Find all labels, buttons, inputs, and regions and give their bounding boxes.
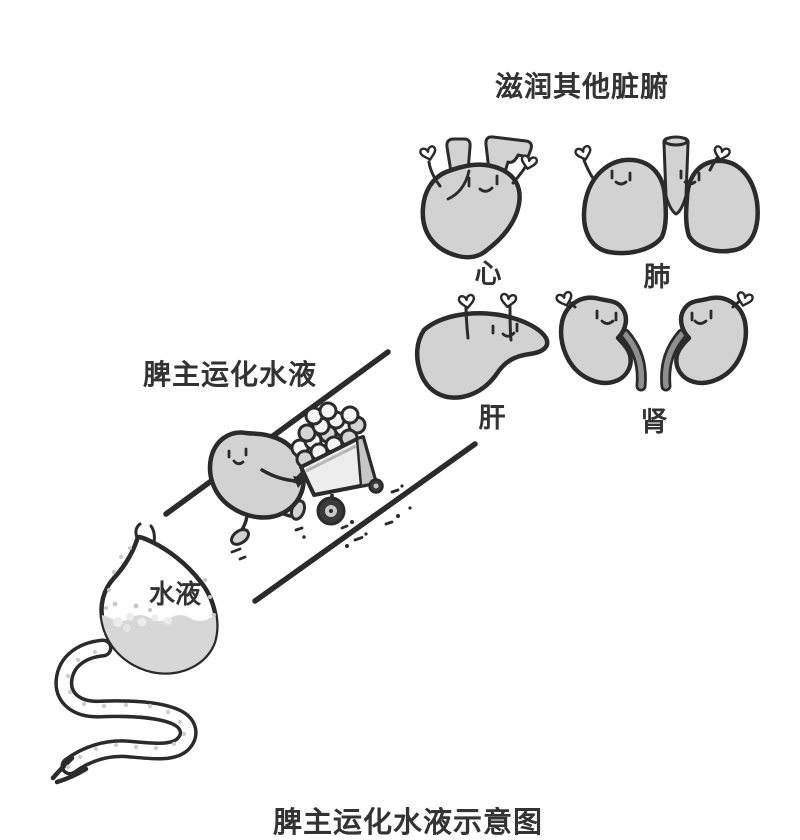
ureter-left [622,331,645,389]
road-lower-line [252,441,478,604]
cart-wheel-axle [329,509,333,513]
trachea-opening [663,135,689,147]
held-heart-icon [418,144,439,163]
intestine-speckles [65,649,187,770]
liver-arm-left [464,304,470,340]
liver-illustration: 肝 [414,292,550,434]
liver-body [414,311,550,400]
stomach-illustration: 水液 [50,522,219,785]
spleen-face [227,447,248,466]
stomach-content-label: 水液 [149,580,201,610]
wheelbarrow [290,401,412,548]
esophagus-lip-left [134,522,142,540]
heart-body [420,162,522,260]
motion-specks [230,526,306,561]
kidneys-illustration: 肾 [554,290,755,438]
spleen-foot-back [229,528,251,546]
lungs-illustration: 肺 [573,135,760,293]
heart-label: 心 [475,259,502,290]
stomach-wall-speckles [104,546,216,617]
heart-arm-left [427,160,442,188]
kidney-left [558,295,633,386]
cart-wheel-small-hub [373,483,379,489]
caption: 脾主运化水液示意图 [273,805,543,839]
process-label: 脾主运化水液 [143,358,317,391]
kidney-label: 肾 [641,407,668,438]
kidney-faces [595,309,713,325]
road-debris [340,484,412,548]
lung-left-lobe [581,157,669,256]
cart-balls [290,401,367,469]
intestine-tail-edge [54,766,89,785]
held-heart-icon [518,153,539,172]
heart-illustration: 心 [418,135,539,290]
liver-face [491,322,519,338]
ureter-right [662,331,685,389]
kidney-right [674,295,749,386]
lung-faces [610,169,701,186]
road-upper-line [163,349,391,517]
spleen-character [207,430,307,561]
intestine-tail-edge [50,755,75,781]
cart-inner-shadow [305,444,357,473]
liquid-bubbles [112,601,172,632]
esophagus-lip-right [149,524,156,545]
heart-seam [446,169,471,201]
road-lines [163,349,478,604]
held-heart-icon [573,144,595,163]
lung-label: 肺 [644,262,671,293]
liver-arm-right [508,303,513,342]
liver-label: 肝 [479,403,506,434]
intestine-inner [57,642,195,772]
lung-right-lobe [683,158,760,254]
heart-aorta-right [484,135,533,174]
title-moisten-organs: 滋润其他脏腑 [495,70,669,103]
heart-face [467,174,499,193]
spleen-body [207,430,306,520]
stomach-liquid [101,615,217,673]
held-heart-icon [457,293,477,311]
lung-arm-left [581,155,596,182]
held-heart-icon [498,292,518,310]
heart-aorta-left [445,137,472,174]
